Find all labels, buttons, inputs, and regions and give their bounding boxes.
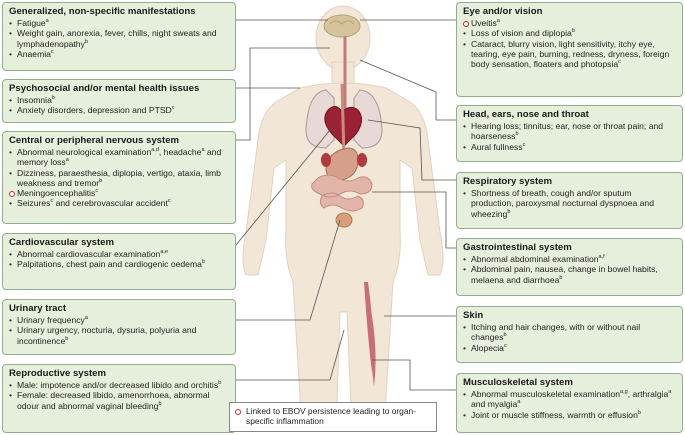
ent-box: Head, ears, nose and throat Hearing loss… bbox=[456, 105, 683, 162]
list-item: Dizziness, paraesthesia, diplopia, verti… bbox=[9, 168, 229, 189]
list-item-persistence: Meningoencephalitisc bbox=[9, 188, 229, 198]
list-item: Insomniab bbox=[9, 95, 229, 106]
list-item: Abdominal pain, nausea, change in bowel … bbox=[463, 264, 676, 285]
leg-muscles bbox=[364, 282, 376, 386]
nervous-title: Central or peripheral nervous system bbox=[9, 135, 180, 146]
cardio-title: Cardiovascular system bbox=[9, 237, 115, 248]
respiratory-title: Respiratory system bbox=[463, 176, 553, 187]
gi-title: Gastrointestinal system bbox=[463, 242, 572, 253]
kidneys bbox=[321, 153, 367, 167]
list-item: Female: decreased libido, amenorrhoea, a… bbox=[9, 390, 229, 411]
list-item: Joint or muscle stiffness, warmth or eff… bbox=[463, 410, 676, 421]
generalized-title: Generalized, non-specific manifestations bbox=[9, 6, 196, 17]
list-item: Anaemiac bbox=[9, 49, 229, 60]
nervous-box: Central or peripheral nervous system Abn… bbox=[2, 131, 236, 224]
urinary-title: Urinary tract bbox=[9, 303, 67, 314]
ent-title: Head, ears, nose and throat bbox=[463, 109, 589, 120]
list-item: Male: impotence and/or decreased libido … bbox=[9, 380, 229, 391]
gi-box: Gastrointestinal system Abnormal abdomin… bbox=[456, 238, 683, 296]
reproductive-title: Reproductive system bbox=[9, 368, 107, 379]
psychosocial-title: Psychosocial and/or mental health issues bbox=[9, 83, 200, 94]
list-item: Itching and hair changes, with or withou… bbox=[463, 322, 676, 343]
list-item: Weight gain, anorexia, fever, chills, ni… bbox=[9, 28, 229, 49]
persistence-ring-icon bbox=[235, 409, 241, 415]
intestines bbox=[311, 174, 373, 212]
reproductive-box: Reproductive system Male: impotence and/… bbox=[2, 364, 236, 433]
connector-lines bbox=[235, 19, 456, 391]
list-item: Palpitations, chest pain and cardiogenic… bbox=[9, 259, 229, 270]
list-item-persistence: Uveitisa bbox=[463, 18, 676, 28]
list-item: Alopeciac bbox=[463, 343, 676, 354]
list-item: Hearing loss; tinnitus; ear, nose or thr… bbox=[463, 121, 676, 142]
list-item: Abnormal musculoskeletal examinationa,g,… bbox=[463, 389, 676, 410]
bladder bbox=[335, 212, 353, 228]
legend-text: Linked to EBOV persistence leading to or… bbox=[246, 406, 416, 426]
skin-title: Skin bbox=[463, 310, 484, 321]
msk-title: Musculoskeletal system bbox=[463, 377, 573, 388]
legend: Linked to EBOV persistence leading to or… bbox=[229, 402, 437, 432]
brain bbox=[323, 14, 361, 38]
cardio-box: Cardiovascular system Abnormal cardiovas… bbox=[2, 233, 236, 290]
list-item: Aural fullnessc bbox=[463, 142, 676, 153]
psychosocial-box: Psychosocial and/or mental health issues… bbox=[2, 79, 236, 123]
respiratory-box: Respiratory system Shortness of breath, … bbox=[456, 172, 683, 229]
list-item: Cataract, blurry vision, light sensitivi… bbox=[463, 39, 676, 70]
list-item: Abnormal abdominal examinationa,f bbox=[463, 254, 676, 265]
esophagus bbox=[340, 83, 346, 159]
skin-box: Skin Itching and hair changes, with or w… bbox=[456, 306, 683, 363]
list-item: Loss of vision and diplopiab bbox=[463, 28, 676, 39]
list-item: Shortness of breath, cough and/or sputum… bbox=[463, 188, 676, 219]
msk-box: Musculoskeletal system Abnormal musculos… bbox=[456, 373, 683, 433]
eye-box: Eye and/or vision Uveitisa Loss of visio… bbox=[456, 2, 683, 97]
urinary-box: Urinary tract Urinary frequencya Urinary… bbox=[2, 299, 236, 355]
generalized-box: Generalized, non-specific manifestations… bbox=[2, 2, 236, 71]
list-item: Fatiguea bbox=[9, 18, 229, 29]
list-item: Seizuresc and cerebrovascular accidentc bbox=[9, 198, 229, 209]
list-item: Abnormal cardiovascular examinationa,e bbox=[9, 249, 229, 260]
eye-title: Eye and/or vision bbox=[463, 6, 543, 17]
list-item: Urinary frequencya bbox=[9, 315, 229, 326]
list-item: Urinary urgency, nocturia, dysuria, poly… bbox=[9, 325, 229, 346]
list-item: Abnormal neurological examinationa,d, he… bbox=[9, 147, 229, 168]
list-item: Anxiety disorders, depression and PTSDc bbox=[9, 105, 229, 116]
